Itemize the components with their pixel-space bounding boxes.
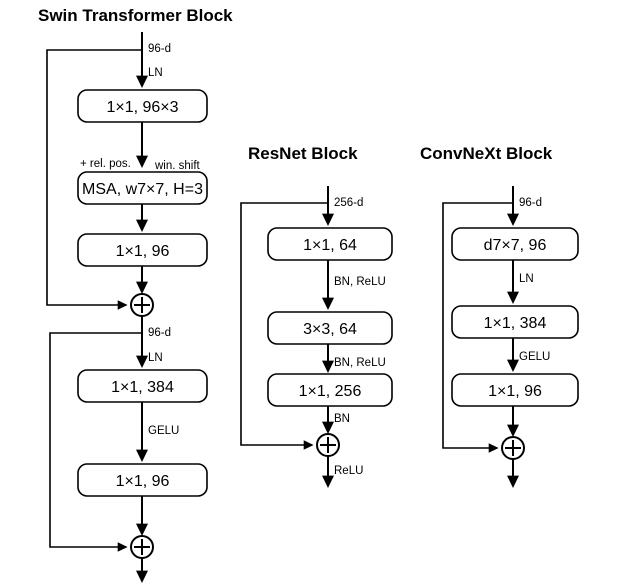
convnext-node-3-label: 1×1, 96 [488, 383, 542, 400]
swin-node-3-label: 1×1, 96 [116, 243, 170, 260]
resnet-node-1-label: 1×1, 64 [303, 237, 357, 254]
resnet-residual-add[interactable] [316, 433, 340, 457]
convnext-edge-label-ln: LN [519, 273, 534, 285]
resnet-node-1x1-64[interactable] [267, 227, 393, 261]
resnet-block-group: ResNet Block 256-d 1×1, 64 BN, ReLU 3×3,… [240, 144, 393, 489]
resnet-edge-label-bn-relu-1: BN, ReLU [334, 276, 386, 288]
swin-edge-label-win-shift: win. shift [154, 160, 201, 172]
convnext-skip-connection [442, 202, 513, 453]
convnext-edge-label-96d: 96-d [519, 197, 542, 209]
resnet-node-3-label: 1×1, 256 [299, 383, 362, 400]
swin-edge-label-ln-2: LN [148, 352, 163, 364]
swin-skip-connection-1 [46, 49, 142, 310]
swin-residual-add-2[interactable] [130, 535, 154, 559]
swin-block-title: Swin Transformer Block [38, 6, 233, 25]
swin-node-1-label: 1×1, 96×3 [106, 99, 178, 116]
resnet-node-2-label: 3×3, 64 [303, 321, 357, 338]
convnext-block-title: ConvNeXt Block [420, 144, 553, 163]
resnet-skip-connection [240, 202, 328, 450]
resnet-block-title: ResNet Block [248, 144, 358, 163]
convnext-edge-label-gelu: GELU [519, 351, 550, 363]
convnext-node-1x1-384[interactable] [451, 305, 579, 339]
swin-transformer-block-group: Swin Transformer Block 96-d LN 1×1, 96×3… [38, 6, 233, 584]
swin-node-2-label: MSA, w7×7, H=3 [82, 181, 203, 198]
resnet-node-1x1-256[interactable] [267, 373, 393, 407]
swin-edge-label-rel-pos: + rel. pos. [80, 158, 131, 170]
resnet-edge-label-relu: ReLU [334, 465, 363, 477]
resnet-edge-label-bn: BN [334, 413, 350, 425]
convnext-residual-add[interactable] [501, 436, 525, 460]
convnext-block-group: ConvNeXt Block 96-d d7×7, 96 LN 1×1, 384… [420, 144, 579, 489]
convnext-node-1x1-96[interactable] [451, 373, 579, 407]
swin-node-4-label: 1×1, 384 [111, 379, 174, 396]
convnext-node-d7x7-96[interactable] [451, 227, 579, 261]
convnext-node-1-label: d7×7, 96 [484, 237, 547, 254]
swin-node-5-label: 1×1, 96 [116, 473, 170, 490]
swin-edge-label-gelu: GELU [148, 425, 179, 437]
swin-edge-label-96d-top: 96-d [148, 43, 171, 55]
resnet-edge-label-256d: 256-d [334, 197, 363, 209]
swin-edge-label-ln-1: LN [148, 67, 163, 79]
resnet-edge-label-bn-relu-2: BN, ReLU [334, 357, 386, 369]
resnet-node-3x3-64[interactable] [267, 311, 393, 345]
convnext-node-2-label: 1×1, 384 [484, 315, 547, 332]
swin-residual-add-1[interactable] [130, 293, 154, 317]
swin-skip-connection-2 [49, 332, 142, 552]
swin-edge-label-96d-mid: 96-d [148, 327, 171, 339]
